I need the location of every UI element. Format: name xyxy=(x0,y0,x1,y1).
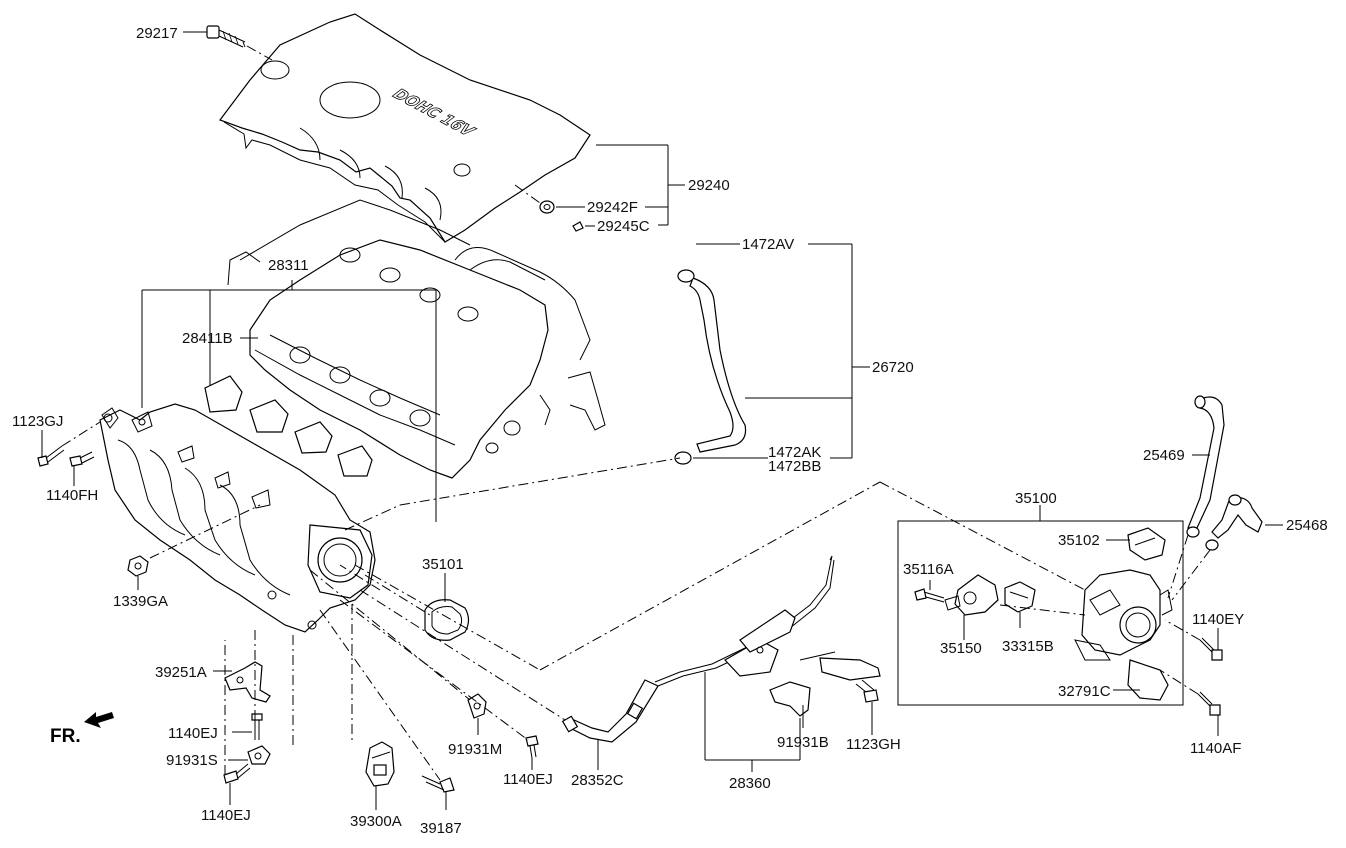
intake-manifold xyxy=(99,403,376,633)
label-35101: 35101 xyxy=(422,556,464,573)
label-1140fh: 1140FH xyxy=(46,487,98,504)
label-1140af: 1140AF xyxy=(1190,740,1241,757)
label-35102: 35102 xyxy=(1058,532,1100,549)
label-32791c: 32791C xyxy=(1058,683,1111,700)
label-28311: 28311 xyxy=(268,257,309,274)
front-arrow-icon xyxy=(84,712,114,728)
label-1140ej-a: 1140EJ xyxy=(168,725,218,742)
bolt-1140ey-icon xyxy=(1199,637,1223,661)
label-1472bb: 1472BB xyxy=(768,458,821,475)
front-label: FR. xyxy=(50,726,81,747)
label-29240: 29240 xyxy=(688,177,730,194)
cylinder-head xyxy=(227,199,606,479)
bracket-32791c-icon xyxy=(1127,659,1169,701)
bolt-1140ej-a-icon xyxy=(251,713,263,740)
label-39251a: 39251A xyxy=(155,664,207,681)
label-1123gj: 1123GJ xyxy=(12,413,63,430)
throttle-body-35100 xyxy=(1074,569,1173,661)
label-1140ej-c: 1140EJ xyxy=(201,807,251,824)
bolt-1123gh-icon xyxy=(855,679,879,703)
hose-25468 xyxy=(1205,494,1263,551)
gasket-33315b-icon xyxy=(1004,581,1036,613)
tps-sensor-35102-icon xyxy=(1127,527,1166,561)
bolt-29217-icon xyxy=(206,25,246,48)
bolt-1140ej-c-icon xyxy=(525,735,539,759)
label-28360: 28360 xyxy=(729,775,771,792)
label-29242f: 29242F xyxy=(587,199,638,216)
hose-28352c xyxy=(561,679,659,743)
label-28411b: 28411B xyxy=(182,330,233,347)
label-39300a: 39300A xyxy=(350,813,402,830)
label-1140ey: 1140EY xyxy=(1192,611,1244,628)
pcv-hose-26720 xyxy=(674,269,747,465)
label-25468: 25468 xyxy=(1286,517,1328,534)
label-91931s: 91931S xyxy=(166,752,218,769)
leader-lines xyxy=(41,31,1283,810)
label-91931m: 91931M xyxy=(448,741,502,758)
label-91931b: 91931B xyxy=(777,734,829,751)
bolt-39187-icon xyxy=(421,775,455,793)
bracket-91931b-icon xyxy=(769,681,811,717)
label-33315b: 33315B xyxy=(1002,638,1054,655)
screw-35116a-icon xyxy=(914,588,945,603)
label-1472av: 1472AV xyxy=(742,236,794,253)
grommet-29242f-icon xyxy=(539,200,555,214)
label-29245c: 29245C xyxy=(597,218,650,235)
idle-actuator-35150-icon xyxy=(944,574,999,616)
label-1472ak: 1472AK xyxy=(768,444,821,461)
label-1123gh: 1123GH xyxy=(846,736,901,753)
label-1140ej-b: 1140EJ xyxy=(503,771,553,788)
intake-gasket xyxy=(204,375,373,477)
part-labels: 29217 29240 29242F 29245C 28311 28411B 1… xyxy=(12,25,1328,837)
label-35116a: 35116A xyxy=(903,561,954,578)
label-26720: 26720 xyxy=(872,359,914,376)
hose-25469 xyxy=(1186,395,1225,538)
front-direction-indicator: FR. xyxy=(50,712,114,747)
label-35100: 35100 xyxy=(1015,490,1057,507)
label-1339ga: 1339GA xyxy=(113,593,168,610)
nut-1339ga-icon xyxy=(127,555,149,577)
water-pipe-28360 xyxy=(654,555,835,687)
label-29217: 29217 xyxy=(136,25,178,42)
map-sensor-39300a-icon xyxy=(365,741,395,787)
gasket-35101-icon xyxy=(424,599,470,641)
bolt-1140af-icon xyxy=(1197,691,1221,716)
engine-cover: DOHC 16V xyxy=(219,13,591,243)
label-39187: 39187 xyxy=(420,820,462,837)
bracket-39251a-icon xyxy=(224,661,271,703)
bolt-1140fh-icon xyxy=(69,451,95,467)
clip-91931s-icon xyxy=(247,745,271,765)
label-28352c: 28352C xyxy=(571,772,624,789)
bracket-right-icon xyxy=(799,651,881,681)
clip-29245c-icon xyxy=(572,221,584,232)
label-25469: 25469 xyxy=(1143,447,1185,464)
label-35150: 35150 xyxy=(940,640,982,657)
bolt-1140ej-b-icon xyxy=(223,763,251,784)
bolt-1123gj-icon xyxy=(37,445,65,467)
